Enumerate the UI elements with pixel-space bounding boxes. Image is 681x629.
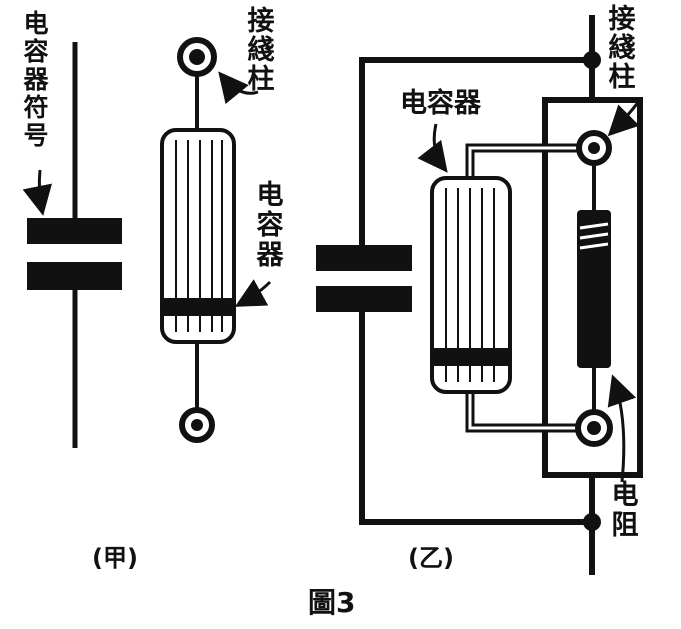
post-b-arrow [607, 99, 642, 137]
symbol-label: 电容器符号 [22, 9, 49, 150]
label-char: 容 [23, 37, 48, 66]
post-bottom-hole [191, 419, 203, 431]
symbol-arrow [22, 169, 53, 216]
symbol-plate-top [27, 218, 122, 244]
label-char: 容 [257, 209, 284, 241]
label-char: 綫 [248, 34, 275, 66]
label-char: 綫 [609, 32, 636, 64]
label-char: 柱 [248, 64, 275, 95]
cap-lead-bottom [465, 392, 578, 433]
resistor-component [577, 164, 611, 412]
capacitor-band [162, 298, 234, 316]
circuit-wires [359, 15, 643, 575]
junction-top [583, 51, 601, 69]
label-char: 接 [609, 4, 636, 35]
resistor-label: 电阻 [612, 480, 639, 541]
junction-bottom [583, 513, 601, 531]
label-char: 器 [256, 240, 285, 271]
post-a-arrow [218, 71, 259, 105]
capacitor-a-label: 电容器 [256, 180, 285, 271]
label-char: 柱 [609, 62, 636, 93]
capacitor-symbol [27, 42, 122, 448]
post-top-b-hole [588, 142, 600, 154]
panel-a-caption: (甲) [92, 544, 138, 572]
label-char: 电 [23, 9, 48, 38]
resistor-bands [579, 222, 609, 250]
post-top-hole [189, 49, 205, 65]
capacitor-a-arrow [234, 279, 272, 307]
label-char: 接 [248, 6, 275, 37]
figure-caption: 圖3 [308, 586, 355, 619]
circuit-plate-bottom [316, 286, 412, 312]
resistor-arrow [607, 374, 637, 483]
symbol-plate-bottom [27, 262, 122, 290]
label-char: 号 [23, 121, 48, 150]
post-bottom-b-hole [587, 421, 601, 435]
capacitor-b-label: 电容器 [400, 87, 482, 119]
panel-a: 电容器符号 接綫柱 电容器 [22, 6, 285, 448]
post-a-label: 接綫柱 [248, 6, 275, 95]
capacitor-b-arrow [417, 123, 448, 173]
circuit-plate-top [316, 245, 412, 271]
capacitor-component-b [430, 143, 578, 433]
capacitor-component [160, 37, 236, 443]
capacitor-band-b [432, 348, 510, 366]
panel-b-caption: (乙) [408, 544, 454, 572]
label-char: 器 [22, 65, 49, 94]
label-char: 阻 [612, 510, 639, 541]
label-char: 符 [23, 93, 48, 122]
resistor-body [577, 210, 611, 368]
cap-lead-top [465, 143, 578, 180]
label-char: 电 [257, 180, 284, 211]
label-char: 电 [612, 480, 639, 511]
post-b-label: 接綫柱 [609, 4, 636, 93]
panel-b: 接綫柱 电容器 电阻 [316, 4, 643, 575]
